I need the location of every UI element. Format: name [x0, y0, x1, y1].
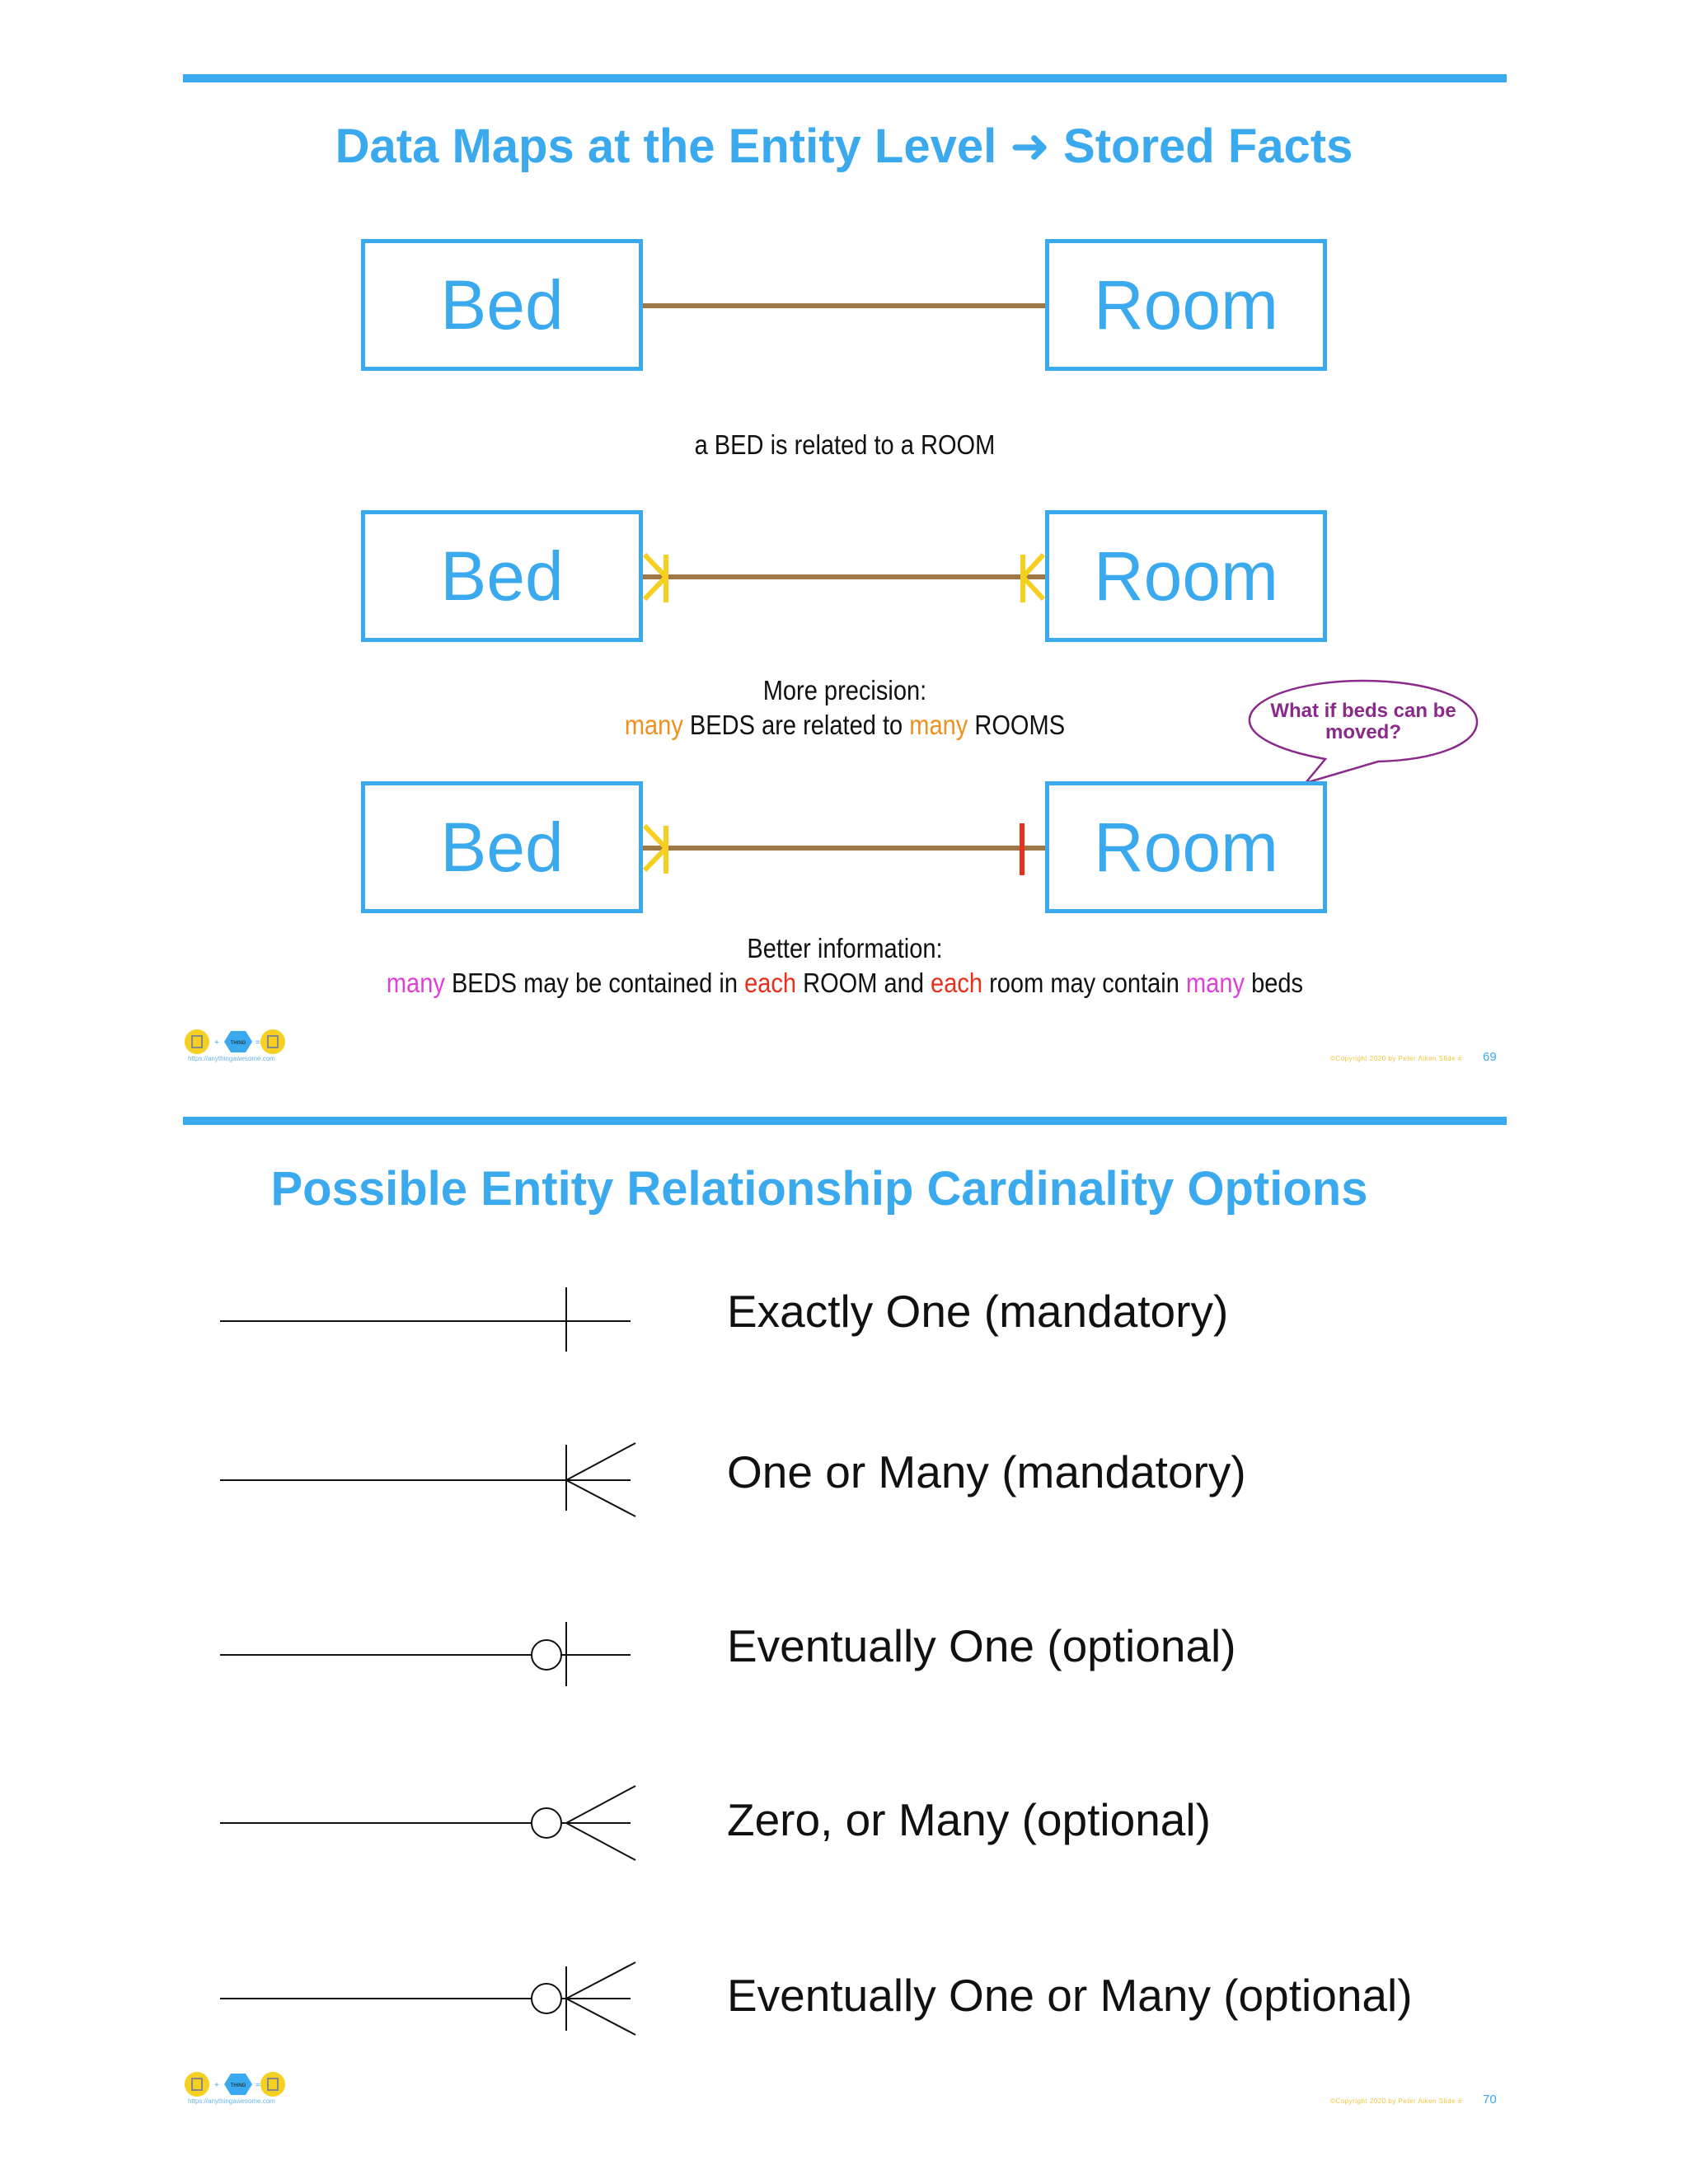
symbol-one-or-many-mandatory	[220, 1442, 636, 1517]
entity-bed-3: Bed	[361, 781, 643, 913]
logo-word: THING	[231, 2083, 246, 2088]
caption-3-line-1: Better information:	[747, 933, 943, 963]
caption-3-line-2: many BEDS may be contained in each ROOM …	[386, 968, 1304, 998]
entity-bed-2: Bed	[361, 510, 643, 642]
caption-3: Better information: many BEDS may be con…	[102, 931, 1587, 1001]
anything-awesome-logo: + THING =	[185, 2072, 285, 2097]
svg-text:+: +	[214, 2081, 219, 2090]
anything-awesome-logo: + THING =	[185, 1029, 285, 1054]
caption-1: a BED is related to a ROOM	[694, 429, 996, 460]
svg-text:+: +	[214, 1038, 219, 1047]
option-label-2: One or Many (mandatory)	[727, 1446, 1246, 1497]
relationship-line-many-to-one	[641, 823, 1047, 875]
speech-bubble-text: What if beds can be moved?	[1270, 700, 1456, 743]
svg-text:=: =	[256, 2081, 260, 2090]
option-label-4: Zero, or Many (optional)	[727, 1794, 1211, 1845]
logo-word: THING	[231, 1041, 246, 1046]
caption-2-line-1: More precision:	[762, 675, 927, 705]
option-label-3: Eventually One (optional)	[727, 1620, 1236, 1671]
entity-bed-1: Bed	[361, 239, 643, 371]
top-rule-slide1	[183, 74, 1507, 82]
symbol-exactly-one	[220, 1287, 631, 1352]
copyright-text: ©Copyright 2020 by Peter Aiken Slide #	[1330, 1055, 1462, 1062]
symbol-zero-or-many	[220, 1785, 636, 1861]
option-label-5: Eventually One or Many (optional)	[727, 1970, 1413, 2021]
slide-number: 70	[1483, 2093, 1497, 2107]
symbol-eventually-one	[220, 1622, 631, 1686]
option-label-1: Exactly One (mandatory)	[727, 1286, 1229, 1337]
entity-room-3: Room	[1045, 781, 1327, 913]
entity-room-2: Room	[1045, 510, 1327, 642]
footer-url[interactable]: https://anythingawesome.com	[188, 2097, 275, 2105]
speech-bubble-shape	[1248, 679, 1479, 785]
caption-2-line-2: many BEDS are related to many ROOMS	[624, 710, 1066, 740]
entity-room-1: Room	[1045, 239, 1327, 371]
slide1-title: Data Maps at the Entity Level ➜ Stored F…	[335, 120, 1353, 173]
copyright-text: ©Copyright 2020 by Peter Aiken Slide #	[1330, 2097, 1462, 2105]
relationship-line-plain	[641, 303, 1047, 308]
relationship-line-many-to-many	[641, 552, 1047, 602]
slide2-title: Possible Entity Relationship Cardinality…	[270, 1162, 1368, 1216]
caption-2: More precision: many BEDS are related to…	[102, 673, 1587, 743]
slide-number: 69	[1483, 1050, 1497, 1064]
top-rule-slide2	[183, 1117, 1507, 1125]
symbol-eventually-one-or-many	[220, 1961, 636, 2036]
svg-text:=: =	[256, 1038, 260, 1047]
footer-url[interactable]: https://anythingawesome.com	[188, 1055, 275, 1062]
